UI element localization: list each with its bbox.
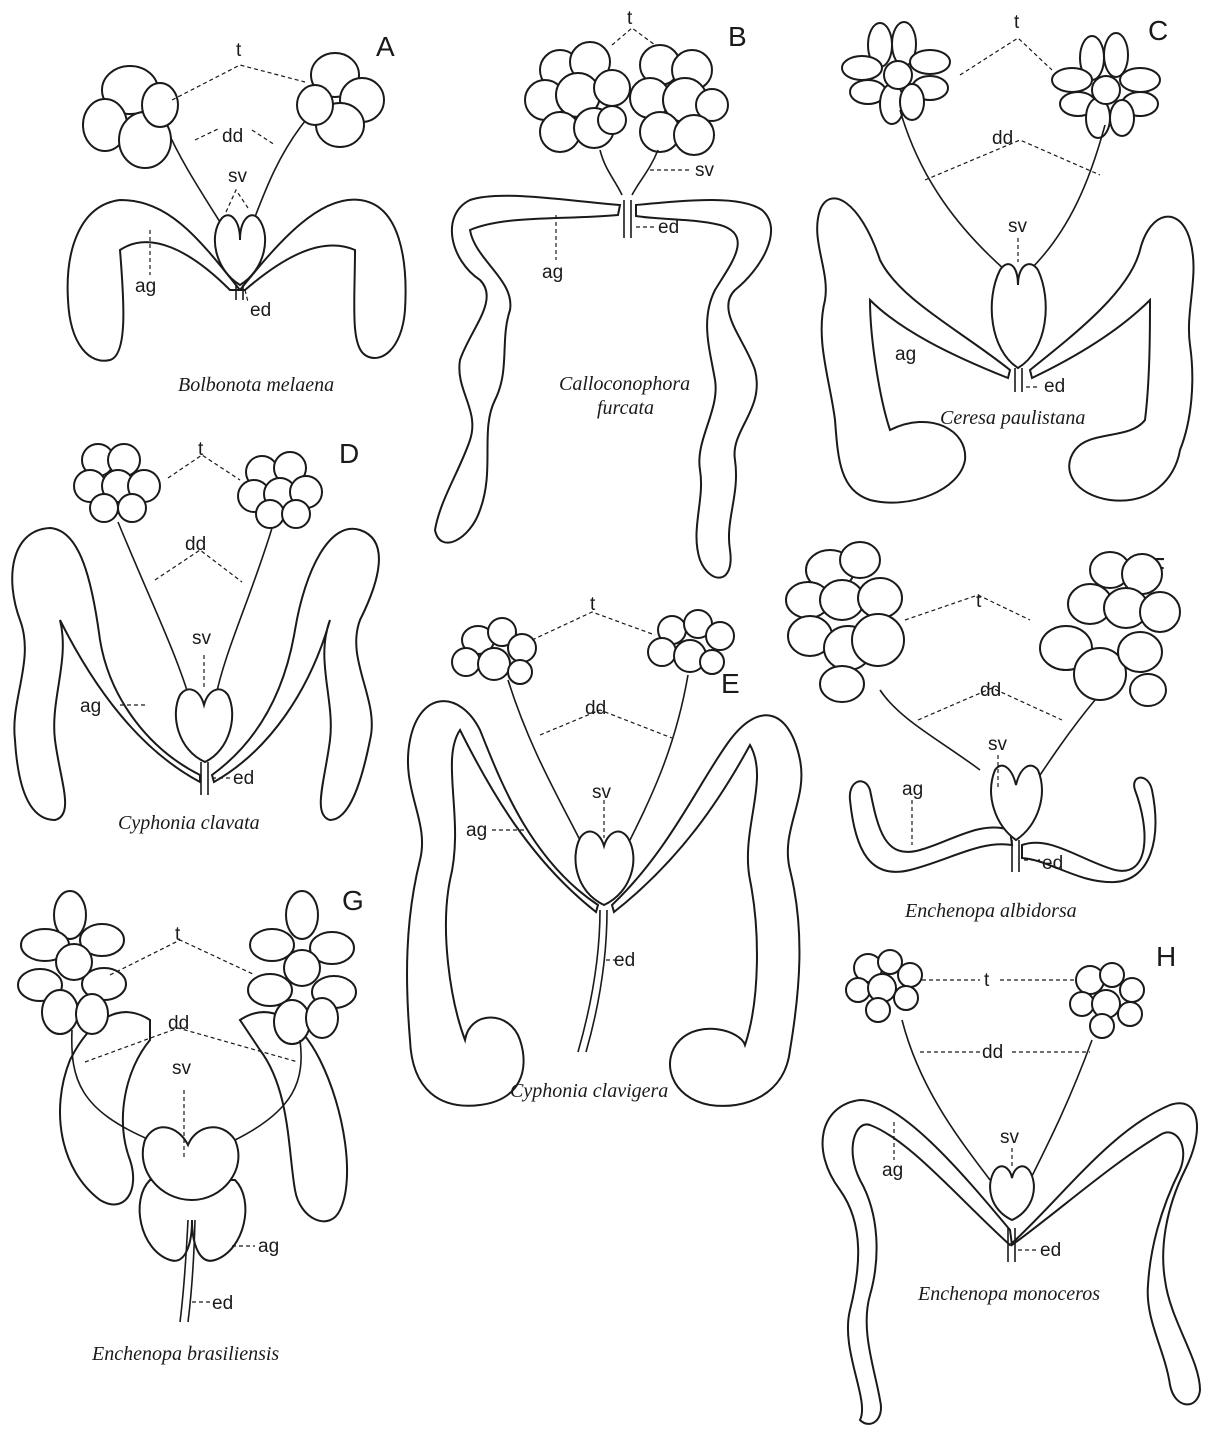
panel-h: H t dd sv ag ed Enchenopa monoceros [823,941,1200,1424]
panel-e-ejaculatory-duct [578,910,607,1052]
panel-e-letter: E [721,668,740,699]
panel-e: E t dd sv ag ed Cyphonia clavigera [407,594,801,1106]
panel-h-accessory-gland [823,1100,1200,1424]
panel-b: B t sv ed ag Calloconophora furcata [435,8,771,578]
panel-f-testis-right [1040,552,1180,706]
panel-f-accessory-gland-left [850,781,1012,872]
panel-b-deferent-ducts [600,150,658,195]
panel-g: G t dd sv ag ed Enchenopa brasiliensis [18,885,364,1365]
panel-b-testis-left [525,42,630,152]
panel-h-label-ag: ag [882,1160,903,1181]
panel-a-accessory-gland-right [240,200,406,358]
panel-e-label-sv: sv [592,782,612,803]
panel-a-testis-right [297,53,384,147]
panel-c-testis-left [842,22,950,124]
panel-b-ejaculatory-duct [624,200,631,238]
panel-g-testis-left [18,891,126,1034]
panel-c-label-t: t [1014,12,1020,33]
panel-c: C t dd sv ag ed Ceresa paulistana [817,12,1193,503]
panel-h-species: Enchenopa monoceros [917,1283,1100,1305]
panel-a-letter: A [376,31,395,62]
panel-c-testis-right [1052,33,1160,138]
panel-c-accessory-gland-right [1030,217,1194,501]
panel-a-species: Bolbonota melaena [178,374,334,396]
panel-d-testis-right [238,452,322,528]
panel-e-label-ag: ag [466,820,487,841]
panel-e-label-dd: dd [585,698,606,719]
panel-b-species-line2: furcata [597,397,654,419]
panel-a-label-sv: sv [228,166,248,187]
panel-h-label-dd: dd [982,1042,1003,1063]
panel-f-label-sv: sv [988,734,1008,755]
panel-h-label-sv: sv [1000,1127,1020,1148]
panel-d-label-ag: ag [80,696,101,717]
panel-e-testis-left [452,618,536,684]
panel-d-label-t: t [198,439,204,460]
panel-h-label-t: t [984,970,990,991]
panel-f-label-ag: ag [902,779,923,800]
panel-h-letter: H [1156,941,1176,972]
panel-f-label-t: t [976,591,982,612]
panel-d-species: Cyphonia clavata [118,812,260,834]
panel-c-label-sv: sv [1008,216,1028,237]
panel-h-label-ed: ed [1040,1240,1061,1261]
panel-e-accessory-gland-left [407,701,598,1106]
panel-h-seminal-vesicle [990,1166,1034,1220]
panel-e-species: Cyphonia clavigera [510,1080,668,1102]
panel-g-letter: G [342,885,364,916]
panel-b-letter: B [728,21,747,52]
panel-e-accessory-gland-right [612,715,801,1106]
panel-a-label-t: t [236,40,242,61]
panel-d: D t dd sv ag ed Cyphonia clavata [12,438,379,834]
panel-b-label-t: t [627,8,633,29]
panel-e-label-t: t [590,594,596,615]
panel-g-label-ag: ag [258,1236,279,1257]
panel-f-species: Enchenopa albidorsa [904,900,1077,922]
panel-g-accessory-gland-left [60,1012,150,1204]
panel-g-label-sv: sv [172,1058,192,1079]
panel-a-deferent-duct-left [165,125,225,230]
panel-d-label-sv: sv [192,628,212,649]
panel-c-letter: C [1148,15,1168,46]
panel-a: A t dd sv ag ed Bolb [68,31,406,396]
panel-a-label-dd: dd [222,126,243,147]
panel-b-testis-right [630,45,728,155]
panel-c-seminal-vesicle [992,264,1046,368]
panel-f-ejaculatory-duct [1012,840,1019,872]
panel-g-species: Enchenopa brasiliensis [91,1343,279,1365]
panel-f-label-ed: ed [1042,853,1063,874]
panel-g-label-ed: ed [212,1293,233,1314]
panel-a-label-ed: ed [250,300,271,321]
panel-b-label-sv: sv [695,160,715,181]
panel-c-label-ed: ed [1044,376,1065,397]
panel-e-testis-right [648,610,734,674]
panel-g-label-dd: dd [168,1013,189,1034]
panel-a-label-ag: ag [135,276,156,297]
panel-h-testis-right [1070,963,1144,1038]
panel-b-label-ag: ag [542,262,563,283]
panel-f-testis-left [786,542,904,702]
panel-d-letter: D [339,438,359,469]
panel-h-testis-left [846,950,922,1022]
panel-c-ejaculatory-duct [1015,368,1022,392]
panel-d-accessory-gland-left [12,528,200,820]
panel-c-label-dd: dd [992,128,1013,149]
panel-b-accessory-gland-left [435,196,620,543]
panel-d-seminal-vesicle [176,689,232,762]
panel-e-label-ed: ed [614,950,635,971]
panel-b-species-line1: Calloconophora [559,373,690,395]
panel-a-deferent-duct-right [250,115,310,230]
panel-d-label-ed: ed [233,768,254,789]
panel-c-species: Ceresa paulistana [940,407,1085,429]
panel-f-label-dd: dd [980,680,1001,701]
panel-g-label-t: t [175,924,181,945]
panel-c-label-ag: ag [895,344,916,365]
panel-d-label-dd: dd [185,534,206,555]
panel-d-testis-left [74,444,160,522]
panel-b-label-ed: ed [658,217,679,238]
panel-a-testis-left [83,66,178,168]
panel-d-ejaculatory-duct [201,762,208,795]
panel-f: F t dd sv ag ed Enchenopa albidorsa [786,542,1180,922]
